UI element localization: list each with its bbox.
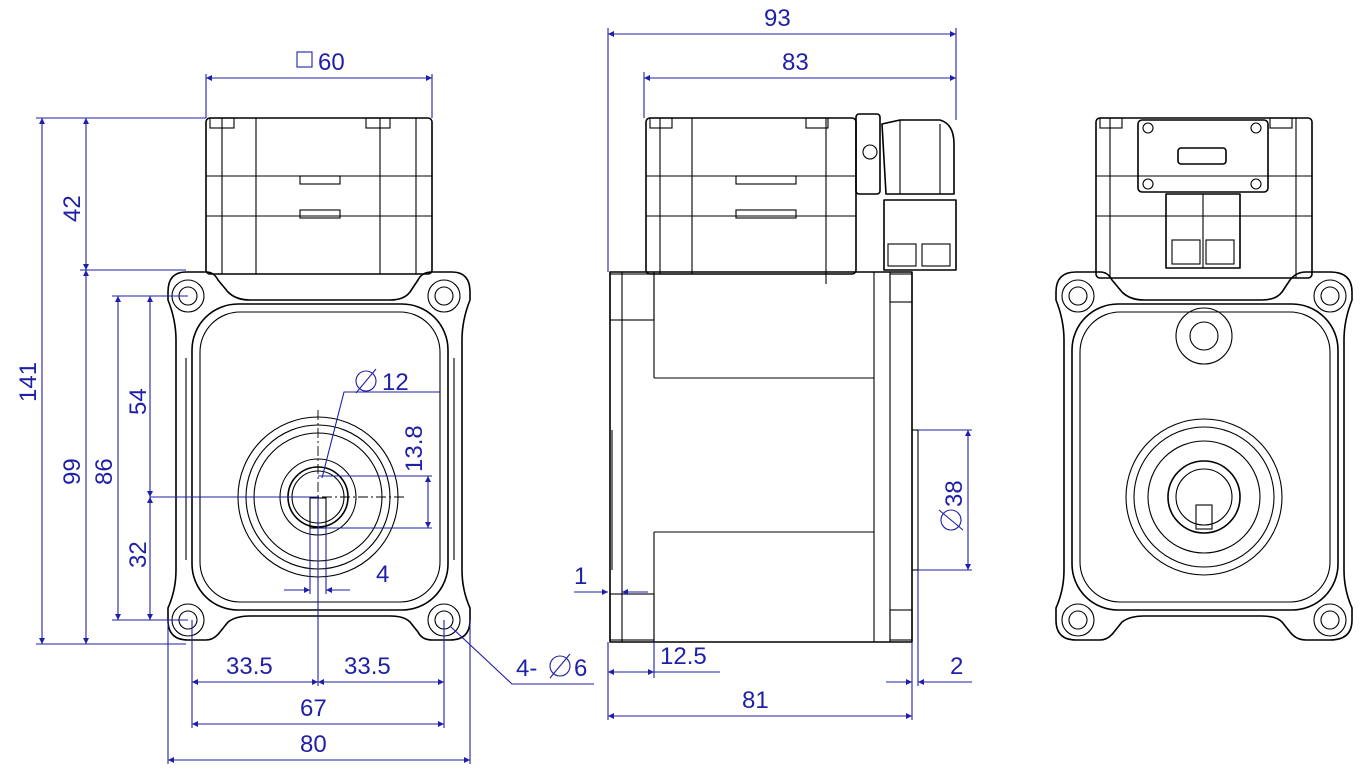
dim-shaft-below: 32: [125, 541, 152, 568]
dim-shaft-diameter-value: 12: [382, 369, 409, 396]
dimension-labels: 60 141 42 99 86 54 32 12 13.8 4 33.5 33.…: [15, 5, 968, 758]
dim-half-pitch-right: 33.5: [344, 653, 391, 680]
dim-total-length: 93: [764, 5, 791, 32]
dim-hole-pitch-vertical: 86: [91, 458, 118, 485]
dim-key-width: 4: [376, 561, 389, 588]
dim-flange-width: 80: [300, 731, 327, 758]
dim-pilot-diameter: 38: [938, 480, 968, 531]
dim-shaft-key-depth: 13.8: [401, 425, 428, 472]
dim-body-length: 83: [782, 49, 809, 76]
dim-flange-height: 99: [59, 458, 86, 485]
dim-pilot-diameter-value: 38: [941, 480, 968, 507]
side-view: [609, 113, 957, 643]
dim-mount-holes-count: 4-: [516, 655, 537, 682]
dim-mount-holes: 4- 6: [516, 653, 587, 682]
dim-shaft-above: 54: [125, 388, 152, 415]
dim-overall-height: 141: [15, 362, 42, 402]
dim-shaft-diameter: 12: [355, 368, 409, 396]
dim-pilot-depth: 12.5: [660, 643, 707, 670]
dim-hole-pitch-horizontal: 67: [300, 695, 327, 722]
dim-flange-thickness: 1: [574, 563, 587, 590]
dim-pilot-height: 2: [950, 653, 963, 680]
rear-view: [1055, 117, 1353, 641]
dim-mount-hole-diameter: 6: [574, 655, 587, 682]
dim-upper-height: 42: [59, 195, 86, 222]
dim-half-pitch-left: 33.5: [226, 653, 273, 680]
dim-shaft-length: 81: [742, 687, 769, 714]
dim-flange-square: 60: [318, 49, 345, 76]
dimension-lines: [36, 28, 972, 764]
front-view: [167, 117, 471, 641]
